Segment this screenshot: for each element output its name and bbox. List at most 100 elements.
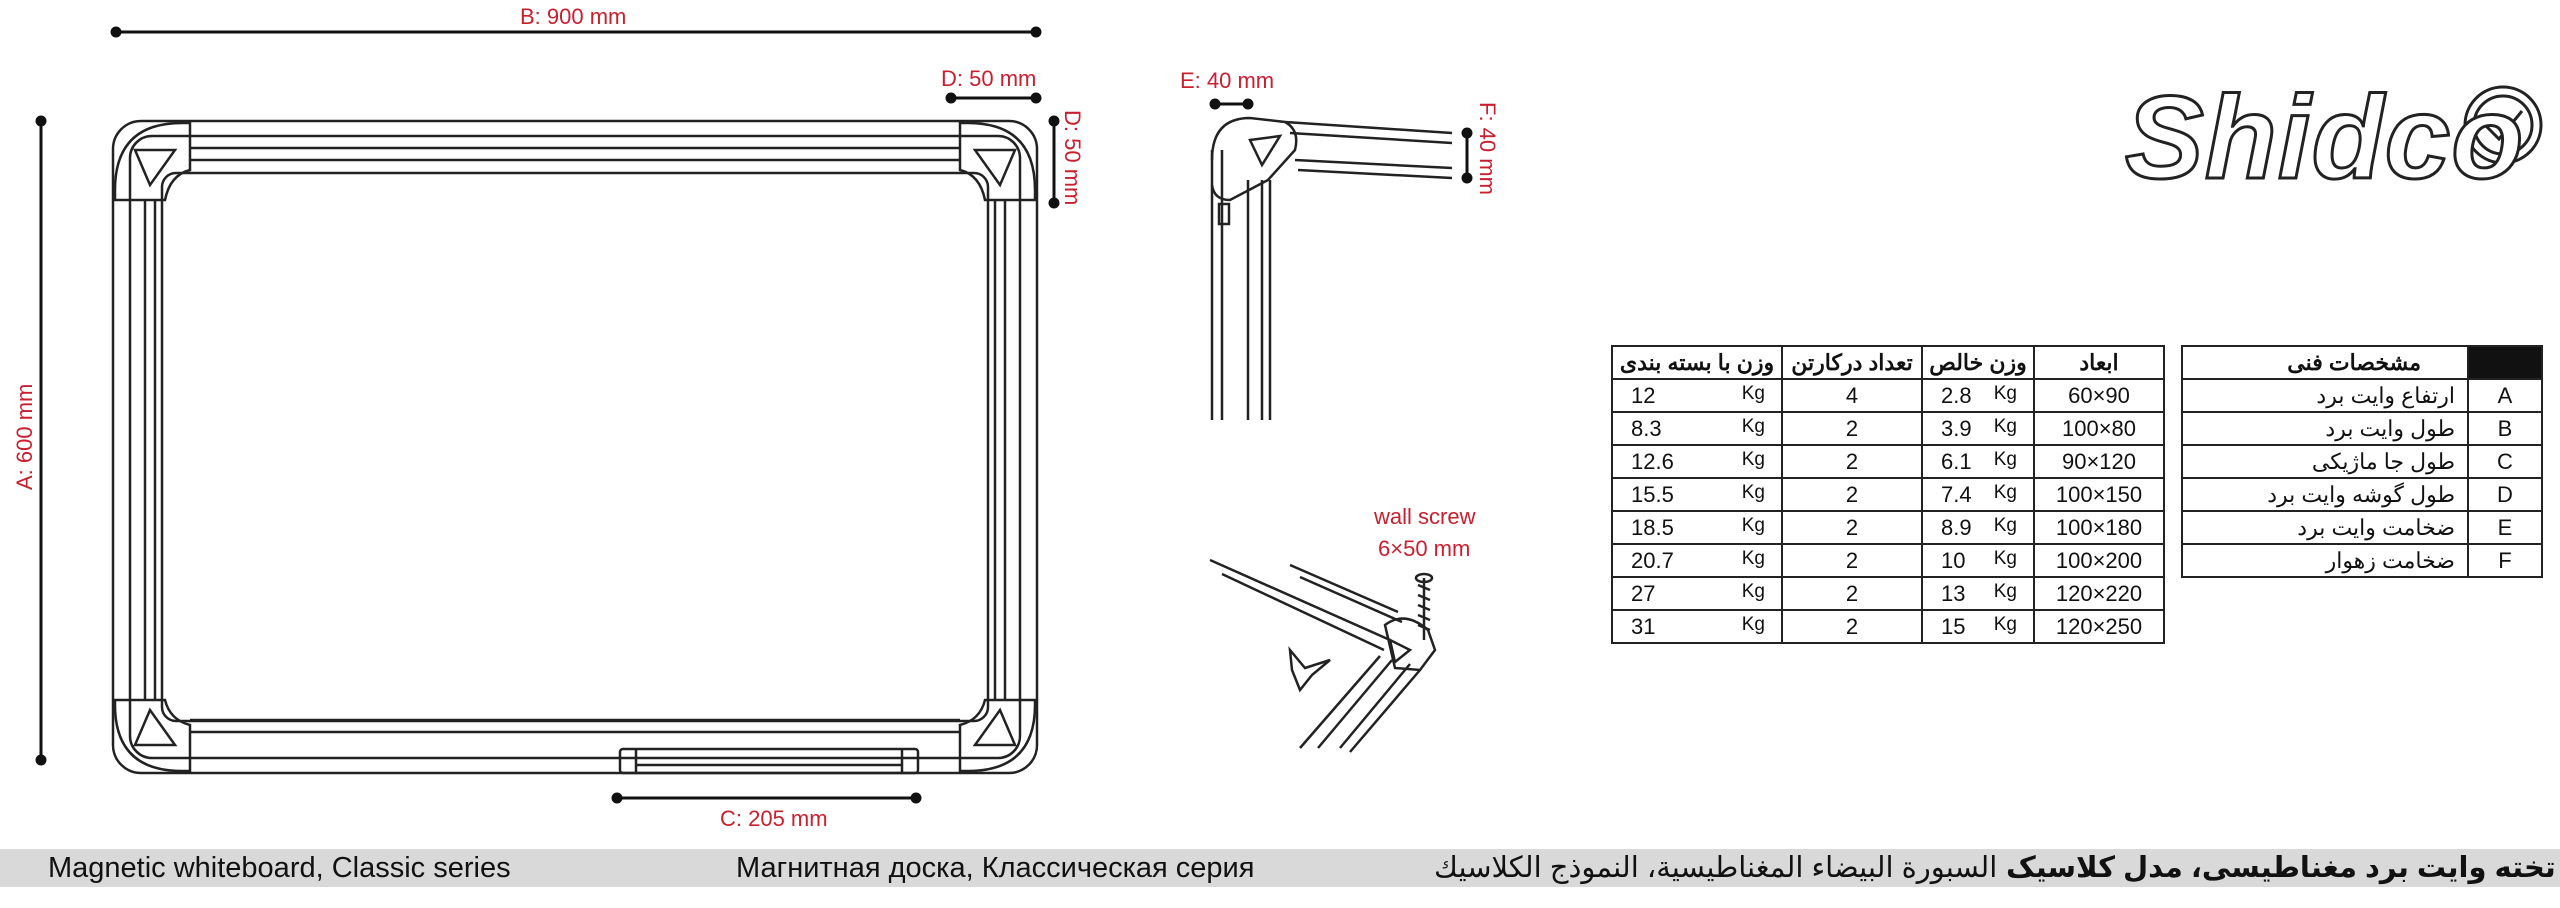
packed-weight: 12 xyxy=(1631,382,1656,408)
table-row: 20.7 Kg 2 10 Kg 100×200 xyxy=(1611,543,2165,578)
size-table: وزن با بسته بندی تعداد درکارتن وزن خالص … xyxy=(1611,345,2165,644)
table-row: 15.5 Kg 2 7.4 Kg 100×150 xyxy=(1611,477,2165,512)
spec-header: مشخصات فنی xyxy=(2181,345,2469,380)
spec-label: ضخامت وایت برد xyxy=(2181,510,2469,545)
size: 120×250 xyxy=(2033,609,2165,644)
size: 120×220 xyxy=(2033,576,2165,611)
unit: Kg xyxy=(1741,613,1765,635)
net-weight: 6.1 xyxy=(1941,448,1972,474)
spec-key: C xyxy=(2467,444,2543,479)
footer-bar xyxy=(0,849,2560,887)
packed-weight: 8.3 xyxy=(1631,415,1662,441)
header-packed-weight: وزن با بسته بندی xyxy=(1611,345,1783,380)
packed-weight: 12.6 xyxy=(1631,448,1674,474)
size-table-header: وزن با بسته بندی تعداد درکارتن وزن خالص … xyxy=(1611,345,2165,380)
unit: Kg xyxy=(1741,547,1765,569)
table-row: 12.6 Kg 2 6.1 Kg 90×120 xyxy=(1611,444,2165,479)
width-label: B: 900 mm xyxy=(520,4,627,29)
corner-vertical-label: D: 50 mm xyxy=(1060,110,1085,205)
unit: Kg xyxy=(1741,415,1765,437)
unit: Kg xyxy=(1741,448,1765,470)
spec-label: طول گوشه وایت برد xyxy=(2181,477,2469,512)
net-weight: 3.9 xyxy=(1941,415,1972,441)
corner-caps xyxy=(113,121,1037,773)
unit: Kg xyxy=(1993,382,2017,404)
unit: Kg xyxy=(1741,580,1765,602)
unit: Kg xyxy=(1993,580,2017,602)
logo-check-icon xyxy=(2463,85,2543,165)
unit: Kg xyxy=(1993,448,2017,470)
screw-size-label: 6×50 mm xyxy=(1378,536,1471,561)
height-label: A: 600 mm xyxy=(12,384,37,490)
packed-weight: 20.7 xyxy=(1631,547,1674,573)
spec-label: ضخامت زهوار xyxy=(2181,543,2469,578)
net-weight: 7.4 xyxy=(1941,481,1972,507)
count: 2 xyxy=(1781,444,1923,479)
spec-label: طول جا ماژیکی xyxy=(2181,444,2469,479)
net-weight: 13 xyxy=(1941,580,1966,606)
spec-key: A xyxy=(2467,378,2543,413)
count: 2 xyxy=(1781,510,1923,545)
header-count: تعداد درکارتن xyxy=(1781,345,1923,380)
unit: Kg xyxy=(1741,514,1765,536)
net-weight: 10 xyxy=(1941,547,1966,573)
size: 100×80 xyxy=(2033,411,2165,446)
unit: Kg xyxy=(1741,382,1765,404)
spec-label: ارتفاع وایت برد xyxy=(2181,378,2469,413)
unit: Kg xyxy=(1993,613,2017,635)
brand-logo: Shidco xyxy=(2123,71,2525,206)
net-weight: 8.9 xyxy=(1941,514,1972,540)
count: 4 xyxy=(1781,378,1923,413)
size: 60×90 xyxy=(2033,378,2165,413)
screw-label: wall screw xyxy=(1374,504,1476,529)
net-weight: 2.8 xyxy=(1941,382,1972,408)
size: 90×120 xyxy=(2033,444,2165,479)
count: 2 xyxy=(1781,411,1923,446)
unit: Kg xyxy=(1993,481,2017,503)
header-size: ابعاد xyxy=(2033,345,2165,380)
dimension-lines xyxy=(35,26,1473,804)
spec-key: F xyxy=(2467,543,2543,578)
count: 2 xyxy=(1781,576,1923,611)
packed-weight: 15.5 xyxy=(1631,481,1674,507)
spec-label: طول وایت برد xyxy=(2181,411,2469,446)
profile-detail xyxy=(1210,116,1453,420)
header-net-weight: وزن خالص xyxy=(1921,345,2035,380)
whiteboard-frame xyxy=(111,119,1039,775)
spec-header-key xyxy=(2467,345,2543,380)
spec-key: D xyxy=(2467,477,2543,512)
packed-weight: 18.5 xyxy=(1631,514,1674,540)
packed-weight: 31 xyxy=(1631,613,1656,639)
unit: Kg xyxy=(1993,514,2017,536)
footer-english-title: Magnetic whiteboard, Classic series xyxy=(48,852,511,884)
count: 2 xyxy=(1781,543,1923,578)
corner-horizontal-label: D: 50 mm xyxy=(941,66,1037,91)
unit: Kg xyxy=(1741,481,1765,503)
footer-persian-title: تخته وایت برد مغناطیسی، مدل کلاسیک xyxy=(2006,852,2556,884)
packed-weight: 27 xyxy=(1631,580,1656,606)
size: 100×150 xyxy=(2033,477,2165,512)
size: 100×200 xyxy=(2033,543,2165,578)
marker-tray xyxy=(618,747,920,775)
table-row: 12 Kg 4 2.8 Kg 60×90 xyxy=(1611,378,2165,413)
count: 2 xyxy=(1781,609,1923,644)
table-row: 31 Kg 2 15 Kg 120×250 xyxy=(1611,609,2165,644)
profile-depth-label: F: 40 mm xyxy=(1475,102,1500,195)
count: 2 xyxy=(1781,477,1923,512)
net-weight: 15 xyxy=(1941,613,1966,639)
unit: Kg xyxy=(1993,415,2017,437)
wall-screw-detail xyxy=(1209,558,1437,753)
footer-arabic-title: السبورة البيضاء المغناطيسية، النموذج الك… xyxy=(1434,852,1998,884)
tray-label: C: 205 mm xyxy=(720,806,828,831)
frame-thickness-label: E: 40 mm xyxy=(1180,68,1275,93)
unit: Kg xyxy=(1993,547,2017,569)
